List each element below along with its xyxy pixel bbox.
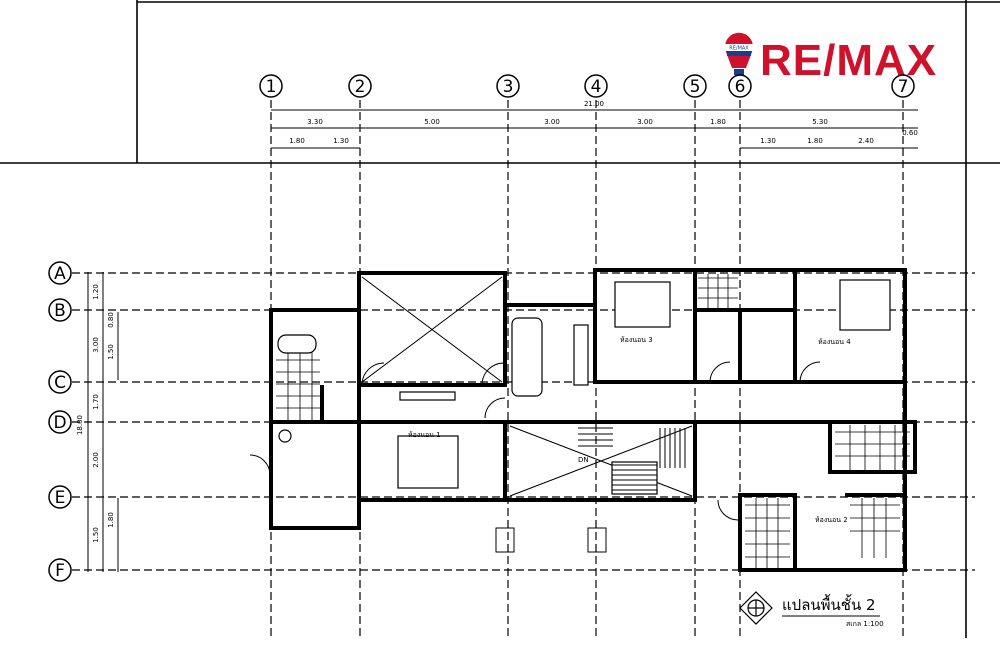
- bathtub-icon: [277, 334, 317, 354]
- grid-label-col-4: 4: [591, 77, 602, 97]
- left-dim-4: 2.00: [92, 452, 100, 468]
- toilet-icon: [278, 429, 292, 443]
- bathtub-icon-4: [839, 279, 891, 331]
- grid-label-row-F: F: [55, 561, 65, 581]
- dim-3: 3.00: [544, 118, 560, 126]
- stairs: DN: [578, 427, 686, 491]
- doors: [249, 361, 821, 553]
- grid-bubble-col-7: [891, 74, 915, 98]
- grid-label-col-1: 1: [266, 77, 277, 97]
- left-total-dimension: 18.00: [76, 415, 84, 435]
- room-labels: ห้องนอน 1 ห้องนอน 3 ห้องนอน 4 ห้องนอน 2: [408, 336, 851, 524]
- plan-scale: สเกล 1:100: [846, 620, 884, 628]
- left-sub-2: 1.50: [107, 344, 115, 360]
- balloon-icon: RE/MAX: [725, 32, 753, 75]
- top-dimensions: 21.00 3.30 5.00 3.00 3.00 1.80 5.30 1.80…: [271, 100, 918, 149]
- grid-label-row-C: C: [54, 373, 66, 393]
- bedroom-1-label: ห้องนอน 1: [408, 431, 441, 439]
- plan-title: แปลนพื้นชั้น 2: [782, 594, 876, 614]
- dim-5: 1.80: [710, 118, 726, 126]
- left-sub-3: 1.80: [107, 512, 115, 528]
- grid-label-col-6: 6: [735, 77, 746, 97]
- dim-2: 5.00: [424, 118, 440, 126]
- grid-bubble-col-2: [348, 74, 372, 98]
- sofa-icon: [511, 317, 543, 397]
- left-dim-5: 1.50: [92, 527, 100, 543]
- bedroom-4-label: ห้องนอน 4: [818, 338, 851, 346]
- left-dimensions: 18.00 1.20 3.00 1.70 2.00 1.50 0.80 1.50…: [76, 272, 119, 572]
- left-dim-1: 1.20: [92, 284, 100, 300]
- closet-icon: [611, 461, 658, 495]
- grid-label-row-B: B: [54, 301, 66, 321]
- grid-label-row-D: D: [53, 413, 66, 433]
- row-grid: AB CD E F: [48, 261, 975, 582]
- bedroom-3-label: ห้องนอน 3: [620, 336, 653, 344]
- grid-label-col-2: 2: [355, 77, 366, 97]
- bathroom-tiles: [276, 274, 910, 568]
- dim-sub-1: 1.80: [289, 137, 305, 145]
- grid-bubble-row-D: [48, 410, 72, 434]
- open-void: [361, 276, 693, 497]
- dim-sub-3: 1.30: [760, 137, 776, 145]
- dim-1: 3.30: [307, 118, 323, 126]
- plan-title-block: แปลนพื้นชั้น 2 สเกล 1:100: [739, 591, 884, 628]
- table-icon: [573, 324, 589, 386]
- left-dim-3: 1.70: [92, 394, 100, 410]
- left-dim-2: 3.00: [92, 337, 100, 353]
- stair-direction-label: DN: [578, 456, 589, 464]
- bed-icon-3: [614, 281, 671, 328]
- grid-bubble-col-3: [496, 74, 520, 98]
- dim-4: 3.00: [637, 118, 653, 126]
- grid-bubble-col-5: [683, 74, 707, 98]
- grid-bubble-row-E: [48, 485, 72, 509]
- sheet-frame: [0, 0, 1000, 638]
- grid-bubble-row-C: [48, 370, 72, 394]
- grid-bubble-col-1: [259, 74, 283, 98]
- dim-sub-4: 1.80: [807, 137, 823, 145]
- dim-6: 5.30: [812, 118, 828, 126]
- bed-icon: [397, 435, 459, 489]
- bedroom-2-label: ห้องนอน 2: [815, 516, 848, 524]
- grid-bubble-row-B: [48, 298, 72, 322]
- balloon-text: RE/MAX: [729, 46, 749, 52]
- grid-bubble-row-F: [48, 558, 72, 582]
- grid-label-col-7: 7: [898, 77, 909, 97]
- grid-bubble-row-A: [48, 261, 72, 285]
- grid-label-col-3: 3: [503, 77, 514, 97]
- grid-bubble-col-4: [584, 74, 608, 98]
- furniture: [277, 279, 891, 495]
- north-arrow-icon: [739, 591, 773, 625]
- bench-icon: [399, 391, 456, 401]
- grid-label-row-A: A: [54, 264, 66, 284]
- left-sub-1: 0.80: [107, 312, 115, 328]
- grid-label-col-5: 5: [690, 77, 701, 97]
- overall-dimension: 21.00: [584, 100, 604, 108]
- dim-sub-5: 2.40: [858, 137, 874, 145]
- dim-sub-2: 1.30: [333, 137, 349, 145]
- column-grid: 1 2 3 4 5 6 7: [259, 74, 915, 638]
- grid-bubble-col-6: [728, 74, 752, 98]
- grid-label-row-E: E: [55, 488, 66, 508]
- dim-sub-6: 0.60: [902, 129, 918, 137]
- walls: [269, 268, 917, 572]
